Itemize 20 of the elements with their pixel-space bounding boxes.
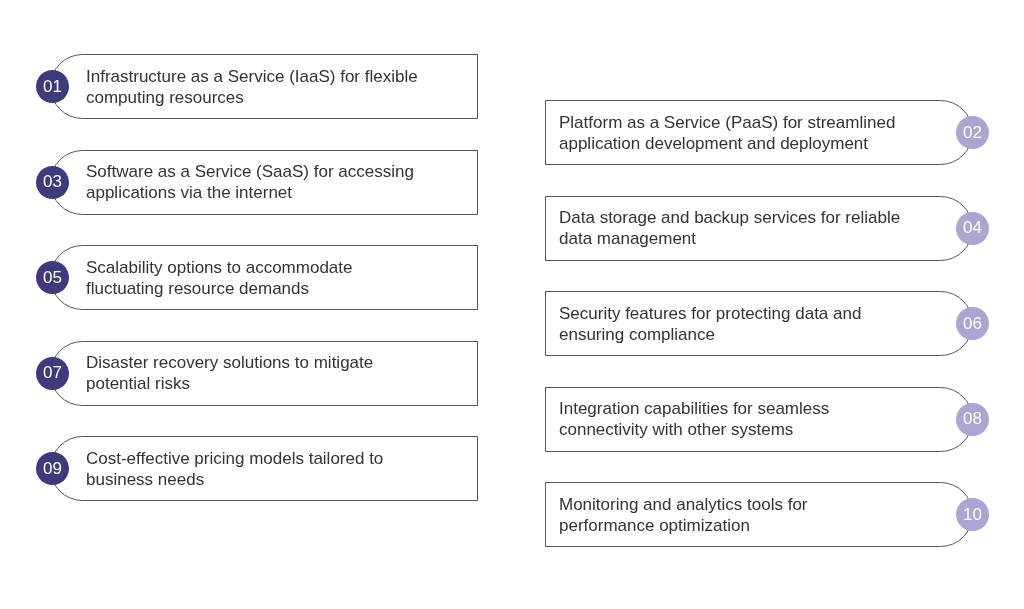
item-text: Cost-effective pricing models tailored to business needs [86,447,385,490]
item-text: Data storage and backup services for reliable data management [559,207,902,249]
number-badge: 05 [36,261,69,294]
item-text: Integration capabilities for seamless connectivity with other systems [559,398,831,440]
number-badge: 08 [956,402,989,436]
item-text: Platform as a Service (PaaS) for streamlined application development and deployment [559,111,897,154]
item-text: Monitoring and analytics tools for performance optimization [559,493,809,536]
number-badge: 04 [956,211,989,245]
number-badge: 06 [956,307,989,340]
item-text: Scalability options to accommodate fluctuating resource demands [86,256,354,299]
number-badge: 02 [956,116,989,149]
number-badge: 01 [36,70,69,103]
number-badge: 03 [36,165,69,199]
item-text: Software as a Service (SaaS) for accessing applications via the internet [86,161,415,203]
item-text: Security features for protecting data and ensuring compliance [559,302,863,345]
number-badge: 07 [36,356,69,390]
number-badge: 10 [956,498,989,531]
number-badge: 09 [36,452,69,485]
item-text: Infrastructure as a Service (IaaS) for flexible computing resources [86,65,419,108]
item-text: Disaster recovery solutions to mitigate potential risks [86,352,375,394]
